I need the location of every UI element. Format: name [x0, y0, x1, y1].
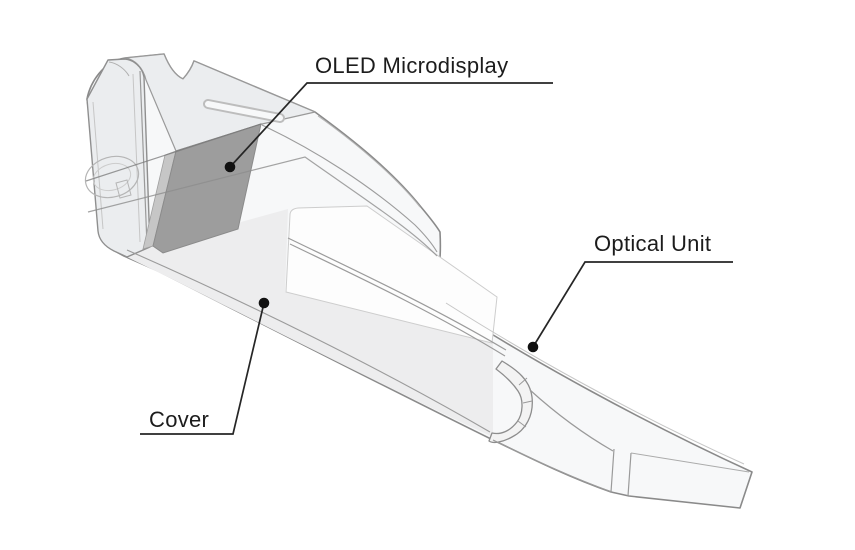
annotation-layer: OLED Microdisplay Optical Unit Cover: [140, 53, 733, 435]
lens-barrel-outline: [84, 155, 140, 199]
through-edge-lower: [87, 156, 438, 257]
prism-lower-boundary: [492, 439, 613, 493]
end-cap-segment-ticks: [517, 377, 533, 428]
prism-end-band: [610, 448, 632, 497]
callout-dot-oled: [224, 161, 236, 173]
top-plate-slot: [205, 101, 283, 121]
cover-top-edge-inner: [289, 243, 506, 357]
cover-end-cap: [488, 360, 533, 444]
left-plate-ridge-inner: [132, 73, 141, 243]
silhouette-pair-line: [317, 115, 421, 208]
leader-line-cover: [140, 302, 265, 435]
through-edge-upper: [85, 123, 262, 182]
corner-fillet: [108, 61, 130, 77]
prism-ridge-faint: [445, 302, 745, 465]
leader-line-oled: [229, 82, 553, 168]
leader-line-optical-unit: [532, 261, 733, 348]
label-optical-unit: Optical Unit: [594, 231, 711, 256]
lens-barrel-inner: [92, 162, 132, 192]
callout-dot-cover: [258, 297, 270, 309]
device-drawing: [84, 53, 753, 509]
left-plate-ridge: [139, 70, 148, 246]
callout-dot-optical-unit: [527, 341, 539, 353]
label-cover: Cover: [149, 407, 209, 432]
mount-tab: [115, 179, 132, 199]
prism-front-top-edge: [630, 452, 750, 473]
label-oled-microdisplay: OLED Microdisplay: [315, 53, 508, 78]
prism-upper-boundary: [529, 389, 614, 452]
bottom-edge-inner: [126, 249, 491, 433]
cover-window-panel: [285, 205, 498, 344]
housing-edge-top-inner: [261, 124, 438, 253]
cover-top-edge: [287, 237, 507, 351]
left-plate-inner-edge: [92, 101, 104, 230]
